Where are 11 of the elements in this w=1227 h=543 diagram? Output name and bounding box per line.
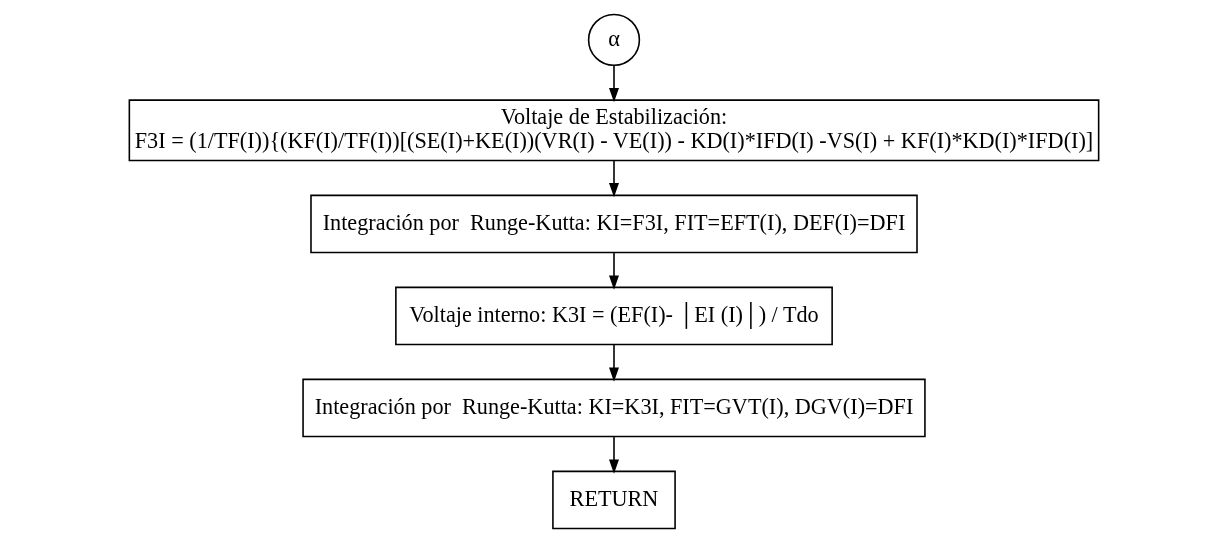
arrow <box>608 251 619 290</box>
node-box: RETURN <box>551 470 676 530</box>
arrow <box>608 64 619 103</box>
arrow <box>608 159 619 198</box>
node-box: Voltaje de Estabilización: F3I = (1/TF(I)){(KF(I)/TF(I))[(SE(I)+KE(I))(VR(I) - VE(I)) - KD(I)*IFD(I) -VS(I) + KF(I)*KD(I)*IFD(I)] <box>128 99 1099 162</box>
node-circle: α <box>587 13 640 67</box>
arrow <box>608 435 619 474</box>
node-box: Integración por Runge-Kutta: KI=F3I, FIT=EFT(I), DEF(I)=DFI <box>309 194 918 254</box>
node-box: Integración por Runge-Kutta: KI=K3I, FIT=GVT(I), DGV(I)=DFI <box>301 378 926 438</box>
node-box: Voltaje interno: K3I = (EF(I)- │EI (I)│) / Tdo <box>394 286 833 346</box>
arrow <box>608 343 619 382</box>
